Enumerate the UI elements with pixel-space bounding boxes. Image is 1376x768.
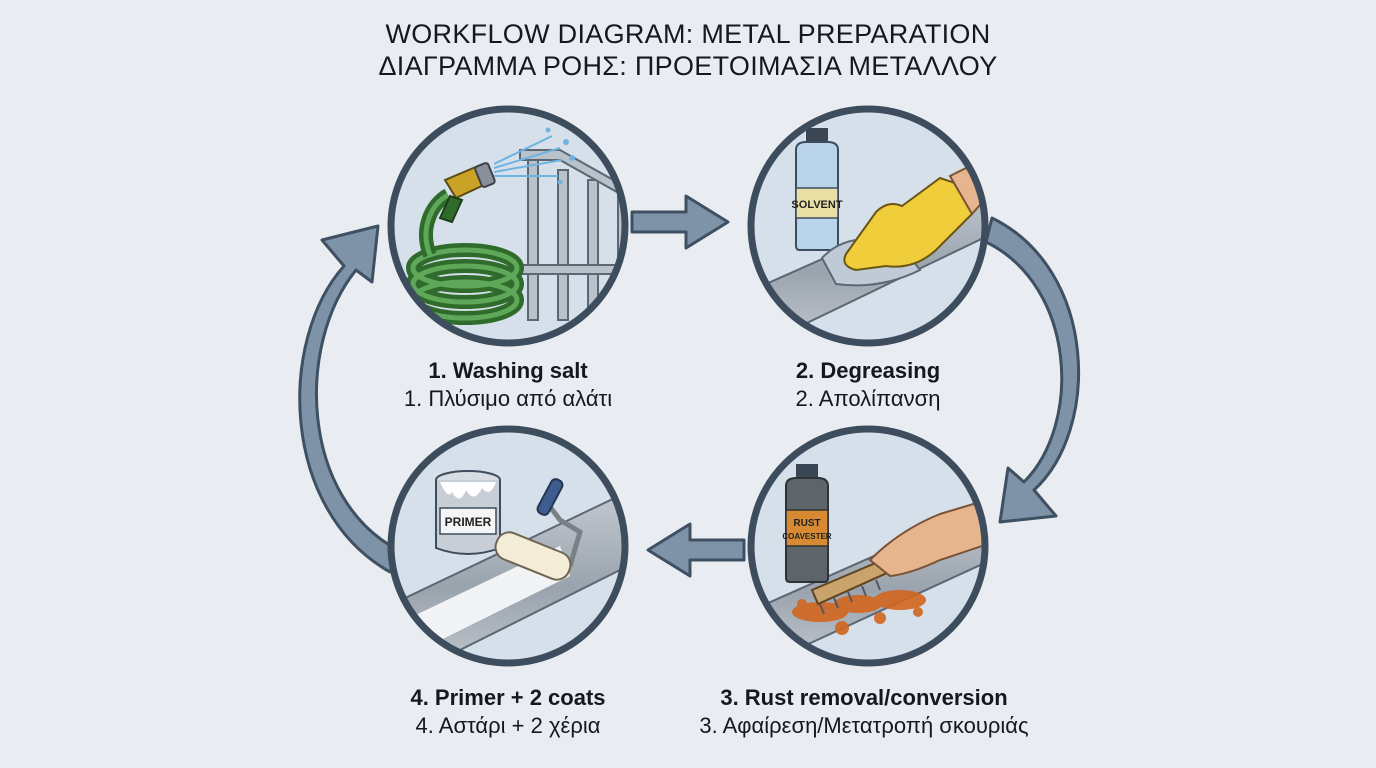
page-title-gr: ΔΙΑΓΡΑΜΜΑ ΡΟΗΣ: ΠΡΟΕΤΟΙΜΑΣΙΑ ΜΕΤΑΛΛΟΥ [378, 51, 998, 81]
step3-label: 3. Rust removal/conversion 3. Αφαίρεση/Μ… [634, 684, 1094, 740]
step3-label-gr: 3. Αφαίρεση/Μετατροπή σκουριάς [699, 713, 1029, 738]
solvent-label: SOLVENT [791, 199, 842, 211]
step2-label-en: 2. Degreasing [795, 358, 941, 383]
step1-label-en: 1. Washing salt [428, 358, 588, 383]
step2-label-gr: 2. Απολίπανση [795, 386, 941, 411]
step2-illustration: SOLVENT [747, 105, 989, 347]
primer-label: PRIMER [445, 515, 492, 529]
step2-label: 2. Degreasing 2. Απολίπανση [638, 357, 1098, 413]
arrow-step1-to-step2 [630, 194, 730, 250]
step1-label-gr: 1. Πλύσιμο από αλάτι [403, 386, 613, 411]
step4-illustration: PRIMER [387, 425, 629, 667]
rust-label-line1: RUST [793, 518, 820, 529]
arrow-step4-to-step1 [298, 224, 400, 574]
paint-roller-icon [494, 478, 583, 581]
step1-label: 1. Washing salt 1. Πλύσιμο από αλάτι [278, 357, 738, 413]
arrow-step3-to-step4 [646, 522, 746, 578]
step4-label-gr: 4. Αστάρι + 2 χέρια [415, 713, 601, 738]
page-title-en: WORKFLOW DIAGRAM: METAL PREPARATION [385, 19, 991, 49]
solvent-bottle-icon: SOLVENT [791, 128, 843, 251]
step4-label-en: 4. Primer + 2 coats [410, 685, 606, 710]
rust-patch [792, 590, 926, 635]
primer-can-icon: PRIMER [435, 470, 501, 555]
arrow-step2-to-step3 [984, 216, 1081, 524]
step3-illustration: RUST COAVESTER [747, 425, 989, 667]
rust-label-line2: COAVESTER [782, 532, 831, 541]
yellow-glove-icon [843, 176, 974, 272]
step4-label: 4. Primer + 2 coats 4. Αστάρι + 2 χέρια [278, 684, 738, 740]
step3-label-en: 3. Rust removal/conversion [720, 685, 1008, 710]
step1-illustration [387, 105, 629, 347]
rust-converter-bottle-icon: RUST COAVESTER [782, 464, 832, 583]
